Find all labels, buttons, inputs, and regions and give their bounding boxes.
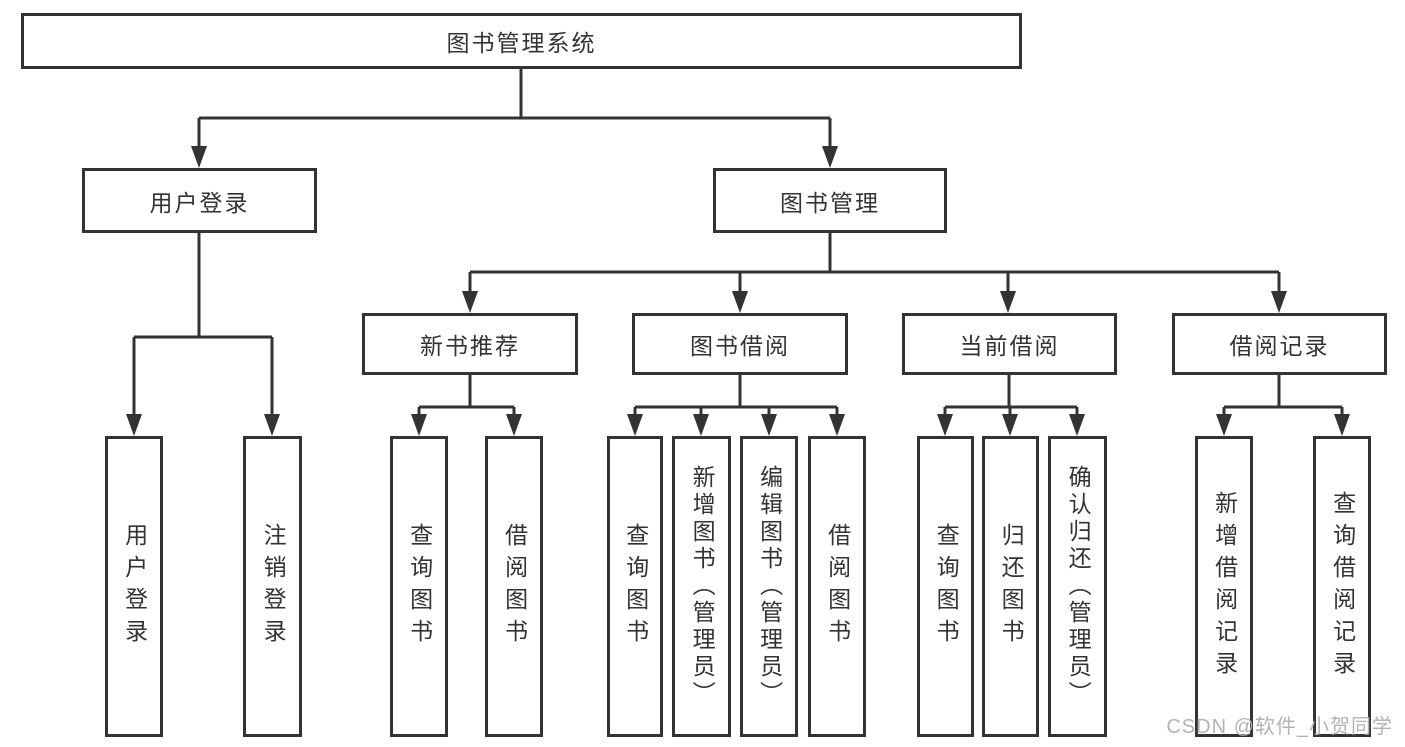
node-user-login: 用户登录	[82, 168, 317, 233]
connector-user-login-branch	[132, 233, 274, 416]
node-user-login-label: 用户登录	[149, 189, 250, 216]
leaf-borrow-edit-admin: 编辑图书（管理员）	[740, 436, 798, 737]
leaf-borrow-book: 借阅图书	[808, 436, 866, 737]
connector-current-borrow-branch	[943, 375, 1079, 416]
arrowheads-current-borrow-leaves	[937, 414, 1085, 436]
node-borrow-records: 借阅记录	[1172, 313, 1387, 375]
leaf-logout: 注销登录	[243, 436, 302, 737]
leaf-newbooks-borrow-label: 借阅图书	[501, 522, 528, 651]
node-current-borrow-label: 当前借阅	[959, 333, 1060, 359]
leaf-current-confirm-admin-label: 确认归还（管理员）	[1065, 465, 1092, 708]
leaf-borrow-query: 查询图书	[607, 436, 663, 737]
leaf-current-query-label: 查询图书	[933, 522, 960, 651]
leaf-borrow-add-admin-label: 新增图书（管理员）	[689, 465, 716, 708]
leaf-user-login-label: 用户登录	[121, 522, 148, 651]
leaf-records-query: 查询借阅记录	[1313, 436, 1371, 737]
node-book-borrow-label: 图书借阅	[690, 333, 790, 359]
connector-book-mgmt-branch	[468, 233, 1281, 293]
leaf-records-query-label: 查询借阅记录	[1329, 490, 1356, 683]
leaf-newbooks-query-label: 查询图书	[406, 522, 433, 651]
arrowheads-book-borrow-leaves	[627, 414, 845, 436]
leaf-records-add-label: 新增借阅记录	[1211, 490, 1238, 683]
watermark-text: CSDN @软件_小贺同学	[1166, 716, 1393, 738]
arrowheads-new-books-leaves	[411, 414, 522, 436]
leaf-newbooks-borrow: 借阅图书	[485, 436, 543, 737]
node-new-books-label: 新书推荐	[420, 333, 520, 359]
node-root-label: 图书管理系统	[446, 30, 597, 56]
leaf-current-query: 查询图书	[917, 436, 974, 737]
node-book-borrow: 图书借阅	[632, 313, 848, 375]
arrowheads-level2	[191, 146, 838, 168]
connector-borrow-records-branch	[1222, 375, 1344, 416]
node-book-mgmt-label: 图书管理	[780, 189, 880, 216]
node-borrow-records-label: 借阅记录	[1229, 333, 1330, 359]
node-root: 图书管理系统	[21, 13, 1022, 69]
leaf-borrow-book-label: 借阅图书	[824, 522, 851, 651]
connector-book-borrow-branch	[633, 375, 839, 416]
leaf-logout-label: 注销登录	[260, 522, 287, 651]
arrowheads-level3	[462, 291, 1287, 313]
leaf-borrow-query-label: 查询图书	[622, 522, 649, 651]
connector-new-books-branch	[417, 375, 516, 416]
leaf-current-return: 归还图书	[982, 436, 1039, 737]
leaf-current-confirm-admin: 确认归还（管理员）	[1048, 436, 1107, 737]
leaf-borrow-edit-admin-label: 编辑图书（管理员）	[756, 465, 783, 708]
connector-root-to-level2	[197, 69, 832, 148]
arrowheads-borrow-records-leaves	[1216, 414, 1350, 436]
leaf-records-add: 新增借阅记录	[1195, 436, 1253, 737]
leaf-newbooks-query: 查询图书	[390, 436, 448, 737]
arrowheads-user-login-leaves	[126, 414, 280, 436]
leaf-user-login: 用户登录	[105, 436, 163, 737]
node-current-borrow: 当前借阅	[902, 313, 1117, 375]
node-new-books: 新书推荐	[362, 313, 578, 375]
leaf-borrow-add-admin: 新增图书（管理员）	[672, 436, 731, 737]
node-book-mgmt: 图书管理	[713, 168, 947, 233]
leaf-current-return-label: 归还图书	[998, 522, 1025, 651]
